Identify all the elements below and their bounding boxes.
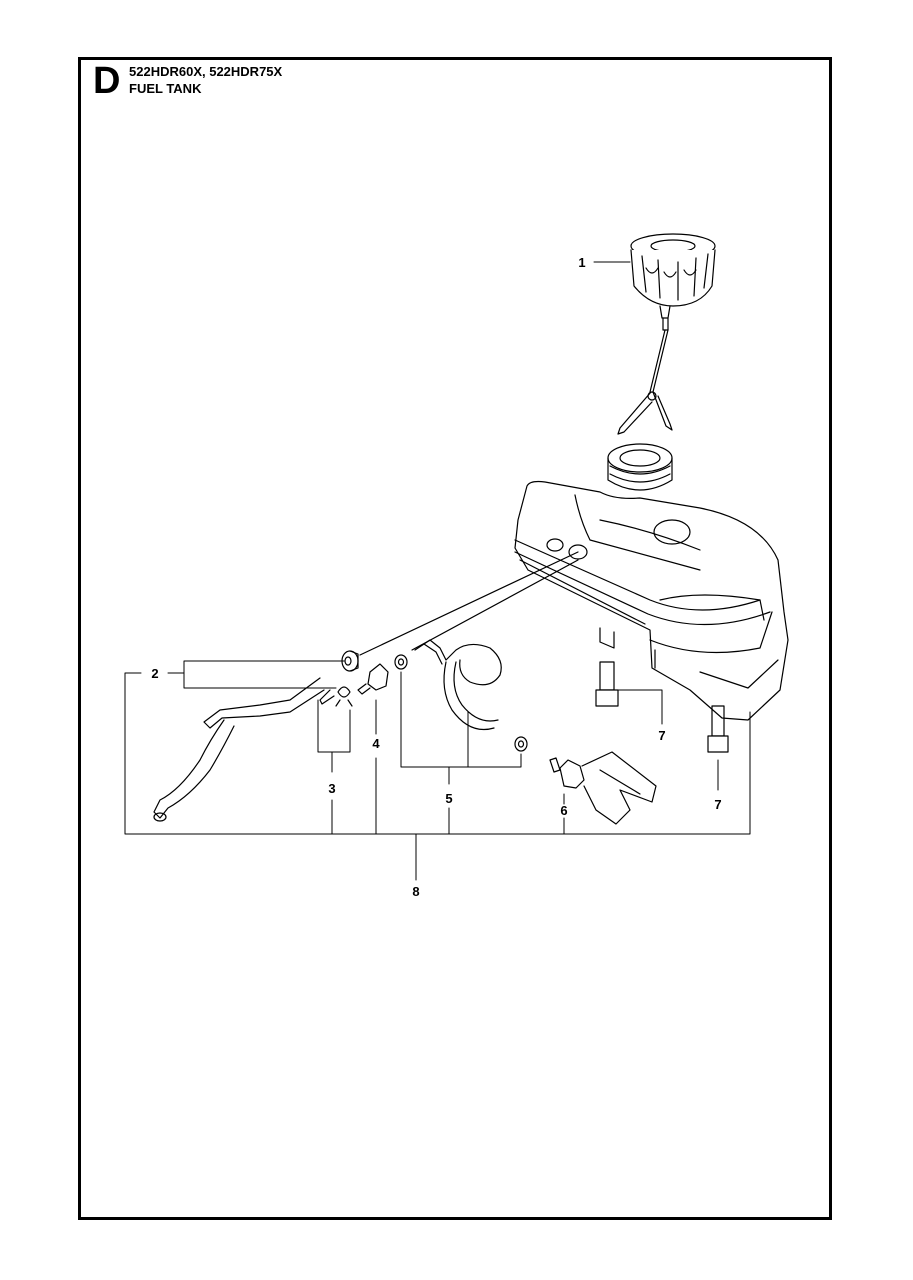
washer-drawing [394,654,408,670]
callout-label-8: 8 [412,884,419,899]
fuel-tank-drawing [514,443,789,721]
clamp-drawing [335,686,353,707]
page-frame [78,57,832,1220]
callout-label-1: 1 [578,255,585,270]
callout-label-7a: 7 [658,728,665,743]
routing-lines [359,551,579,656]
callout-label-2: 2 [151,666,158,681]
callout-label-3: 3 [328,781,335,796]
leader-lines [124,261,751,881]
fuel-filter-drawing [549,751,657,825]
valve-drawing [357,663,389,695]
fuel-hose-drawing [153,677,335,822]
section-letter: D [93,60,121,102]
fuel-cap-drawing [630,233,716,393]
callout-label-5: 5 [445,791,452,806]
callout-label-7b: 7 [714,797,721,812]
model-numbers: 522HDR60X, 522HDR75X [129,64,283,79]
callout-label-6: 6 [560,803,567,818]
section-title: FUEL TANK [129,81,202,96]
return-hose-drawing [414,639,528,752]
retainer-clip-drawing [617,391,673,435]
callout-label-4: 4 [372,736,380,751]
grommet-drawing [341,650,359,672]
